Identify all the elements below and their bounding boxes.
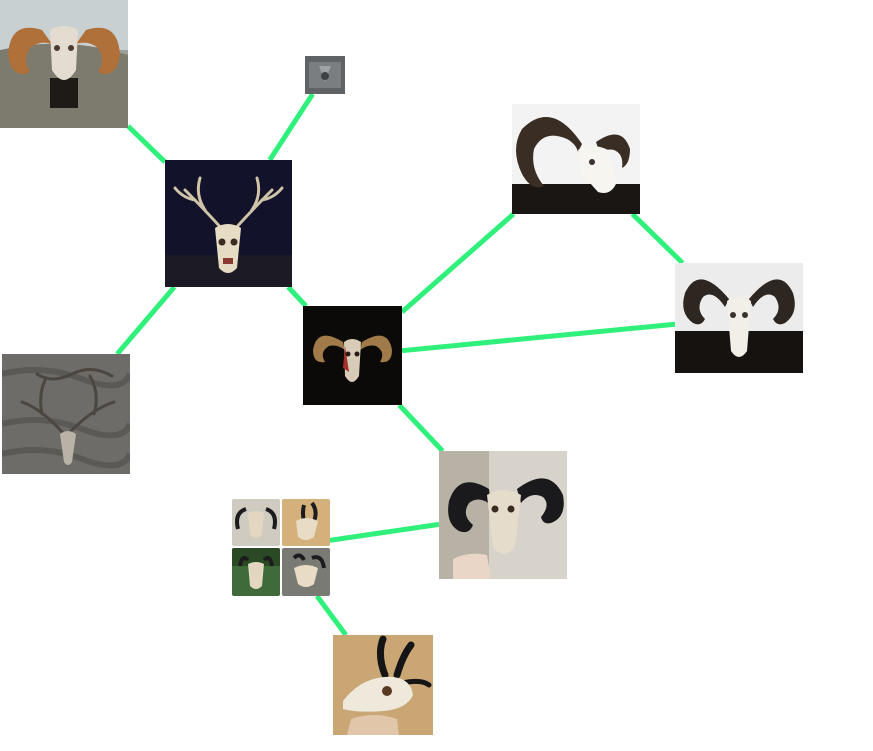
edge-deer-skull-dark-to-antler-skull-sand [115, 285, 177, 356]
ram-skull-hand-image [439, 451, 567, 579]
node-antler-skull-sand[interactable] [2, 354, 130, 474]
node-ram-skull-hand[interactable] [439, 451, 567, 579]
edge-ram-skull-shelf-1-to-ram-skull-shelf-2 [630, 212, 685, 265]
node-small-thumbnail[interactable] [305, 56, 345, 94]
node-deer-skull-dark[interactable] [165, 160, 292, 287]
collage-cell-top-left [232, 499, 280, 546]
edge-ram-skull-hand-to-goat-skull-collage [329, 521, 440, 543]
node-goat-skull-collage[interactable] [232, 499, 330, 596]
collage-cell-bottom-left [232, 548, 280, 596]
node-ram-skull-beach[interactable] [0, 0, 128, 128]
edge-goat-skull-collage-to-goat-skull-hand [314, 594, 348, 637]
collage-cell-bottom-right [282, 548, 330, 596]
deer-skull-dark-image [165, 160, 292, 287]
node-goat-skull-hand[interactable] [333, 635, 433, 735]
collage-cell-top-right [282, 499, 330, 546]
node-ram-skull-dark-center[interactable] [303, 306, 402, 405]
antler-skull-sand-image [2, 354, 130, 474]
edge-small-thumbnail-to-deer-skull-dark [267, 92, 315, 162]
small-thumbnail-image [305, 56, 345, 94]
goat-skull-hand-image [333, 635, 433, 735]
ram-skull-shelf-2-image [675, 263, 803, 373]
ram-skull-beach-image [0, 0, 128, 128]
edge-ram-skull-dark-center-to-ram-skull-shelf-1 [400, 212, 516, 314]
edge-deer-skull-dark-to-ram-skull-dark-center [286, 285, 308, 308]
edge-ram-skull-dark-center-to-ram-skull-hand [397, 403, 445, 453]
edge-ram-skull-beach-to-deer-skull-dark [126, 124, 167, 164]
edge-ram-skull-dark-center-to-ram-skull-shelf-2 [401, 321, 676, 354]
node-ram-skull-shelf-2[interactable] [675, 263, 803, 373]
ram-skull-dark-center-image [303, 306, 402, 405]
ram-skull-shelf-1-image [512, 104, 640, 214]
node-ram-skull-shelf-1[interactable] [512, 104, 640, 214]
